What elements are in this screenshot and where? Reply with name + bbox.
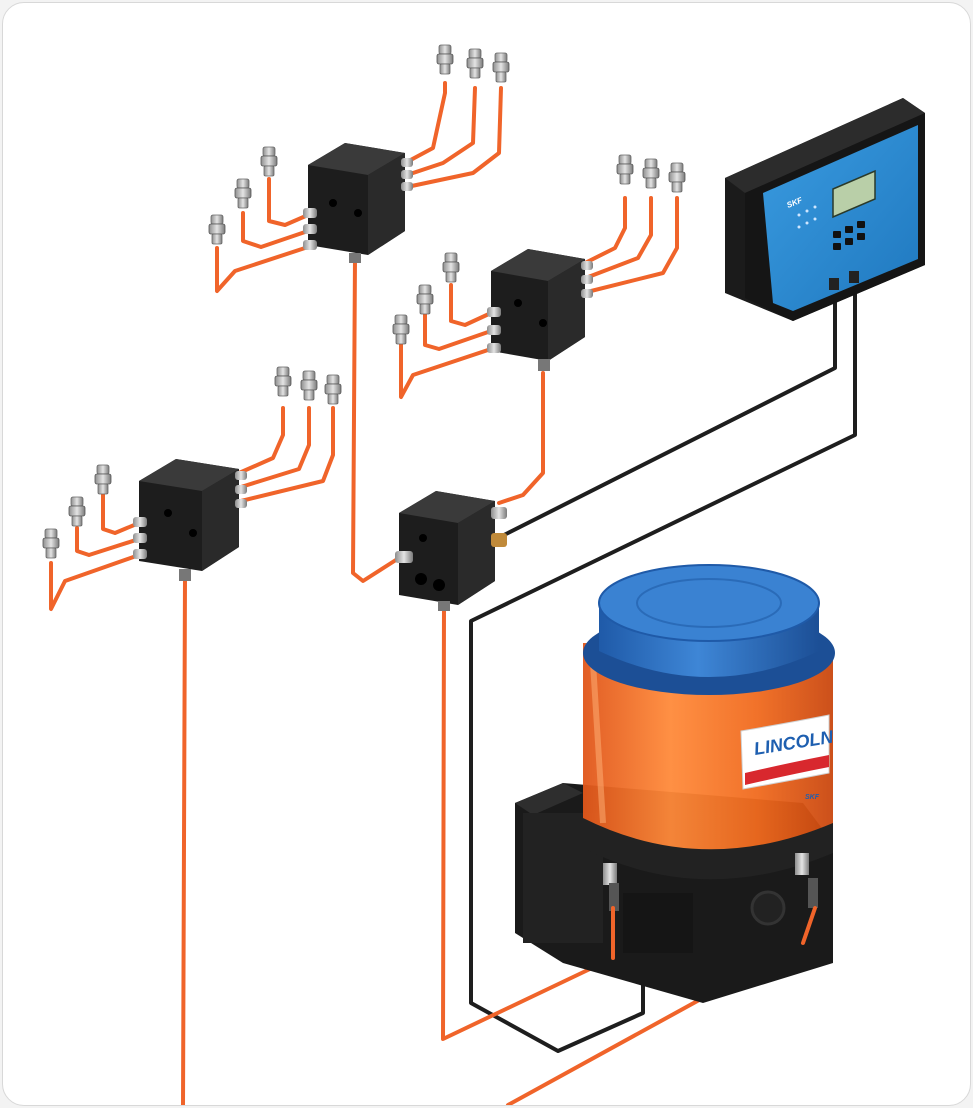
pump-badge: SKF	[805, 794, 820, 801]
feed-line-left	[181, 576, 187, 1105]
controller-display	[832, 169, 876, 219]
controller-unit: SKF	[725, 98, 925, 321]
controller-buttons	[833, 221, 865, 250]
divider-block-master	[395, 491, 507, 611]
pump-feed-lines	[611, 906, 817, 960]
pump-unit: LINCOLN SKF	[515, 564, 836, 1003]
pump-reservoir	[583, 643, 833, 855]
controller-face	[763, 125, 918, 311]
feed-line-center	[441, 601, 615, 1041]
divider-block-middle	[487, 249, 593, 371]
controller-to-pump-cable	[469, 283, 857, 1053]
divider-block-left	[133, 459, 247, 581]
master-to-top-divider-line	[351, 256, 401, 583]
controller-leds	[797, 205, 817, 229]
divider-block-top	[303, 143, 413, 263]
lubrication-system-diagram: SKF LINCOLN SKF	[42, 44, 925, 1105]
master-to-mid-divider-line	[497, 371, 545, 505]
